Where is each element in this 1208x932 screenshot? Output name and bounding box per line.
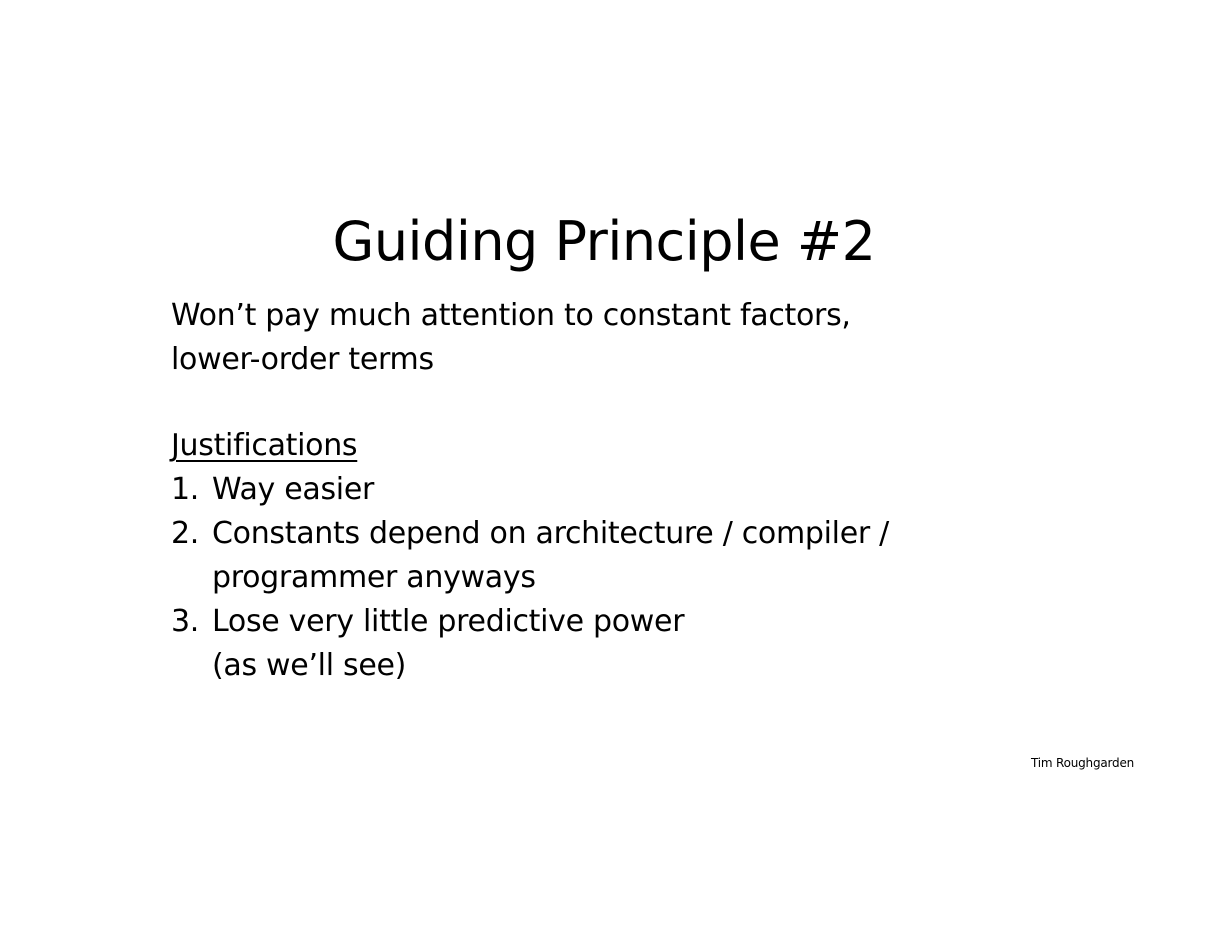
list-item: 2. Constants depend on architecture / co… — [171, 512, 889, 600]
justifications-list: 1. Way easier 2. Constants depend on arc… — [171, 468, 889, 688]
intro-paragraph: Won’t pay much attention to constant fac… — [171, 294, 851, 382]
list-item-number: 2. — [171, 516, 200, 551]
list-item-number: 3. — [171, 604, 200, 639]
list-item-text: Way easier — [212, 472, 375, 507]
intro-line: Won’t pay much attention to constant fac… — [171, 298, 851, 333]
list-item-text: programmer anyways — [212, 560, 536, 595]
author-footer: Tim Roughgarden — [1031, 756, 1135, 770]
list-item-text: (as we’ll see) — [212, 648, 407, 683]
justifications-heading: Justifications — [171, 428, 358, 463]
list-item: 1. Way easier — [171, 468, 889, 512]
list-item-text: Lose very little predictive power — [212, 604, 685, 639]
list-item-number: 1. — [171, 472, 200, 507]
slide-title: Guiding Principle #2 — [332, 210, 876, 273]
list-item: 3. Lose very little predictive power (as… — [171, 600, 889, 688]
list-item-text: Constants depend on architecture / compi… — [212, 516, 889, 551]
intro-line: lower-order terms — [171, 342, 434, 377]
